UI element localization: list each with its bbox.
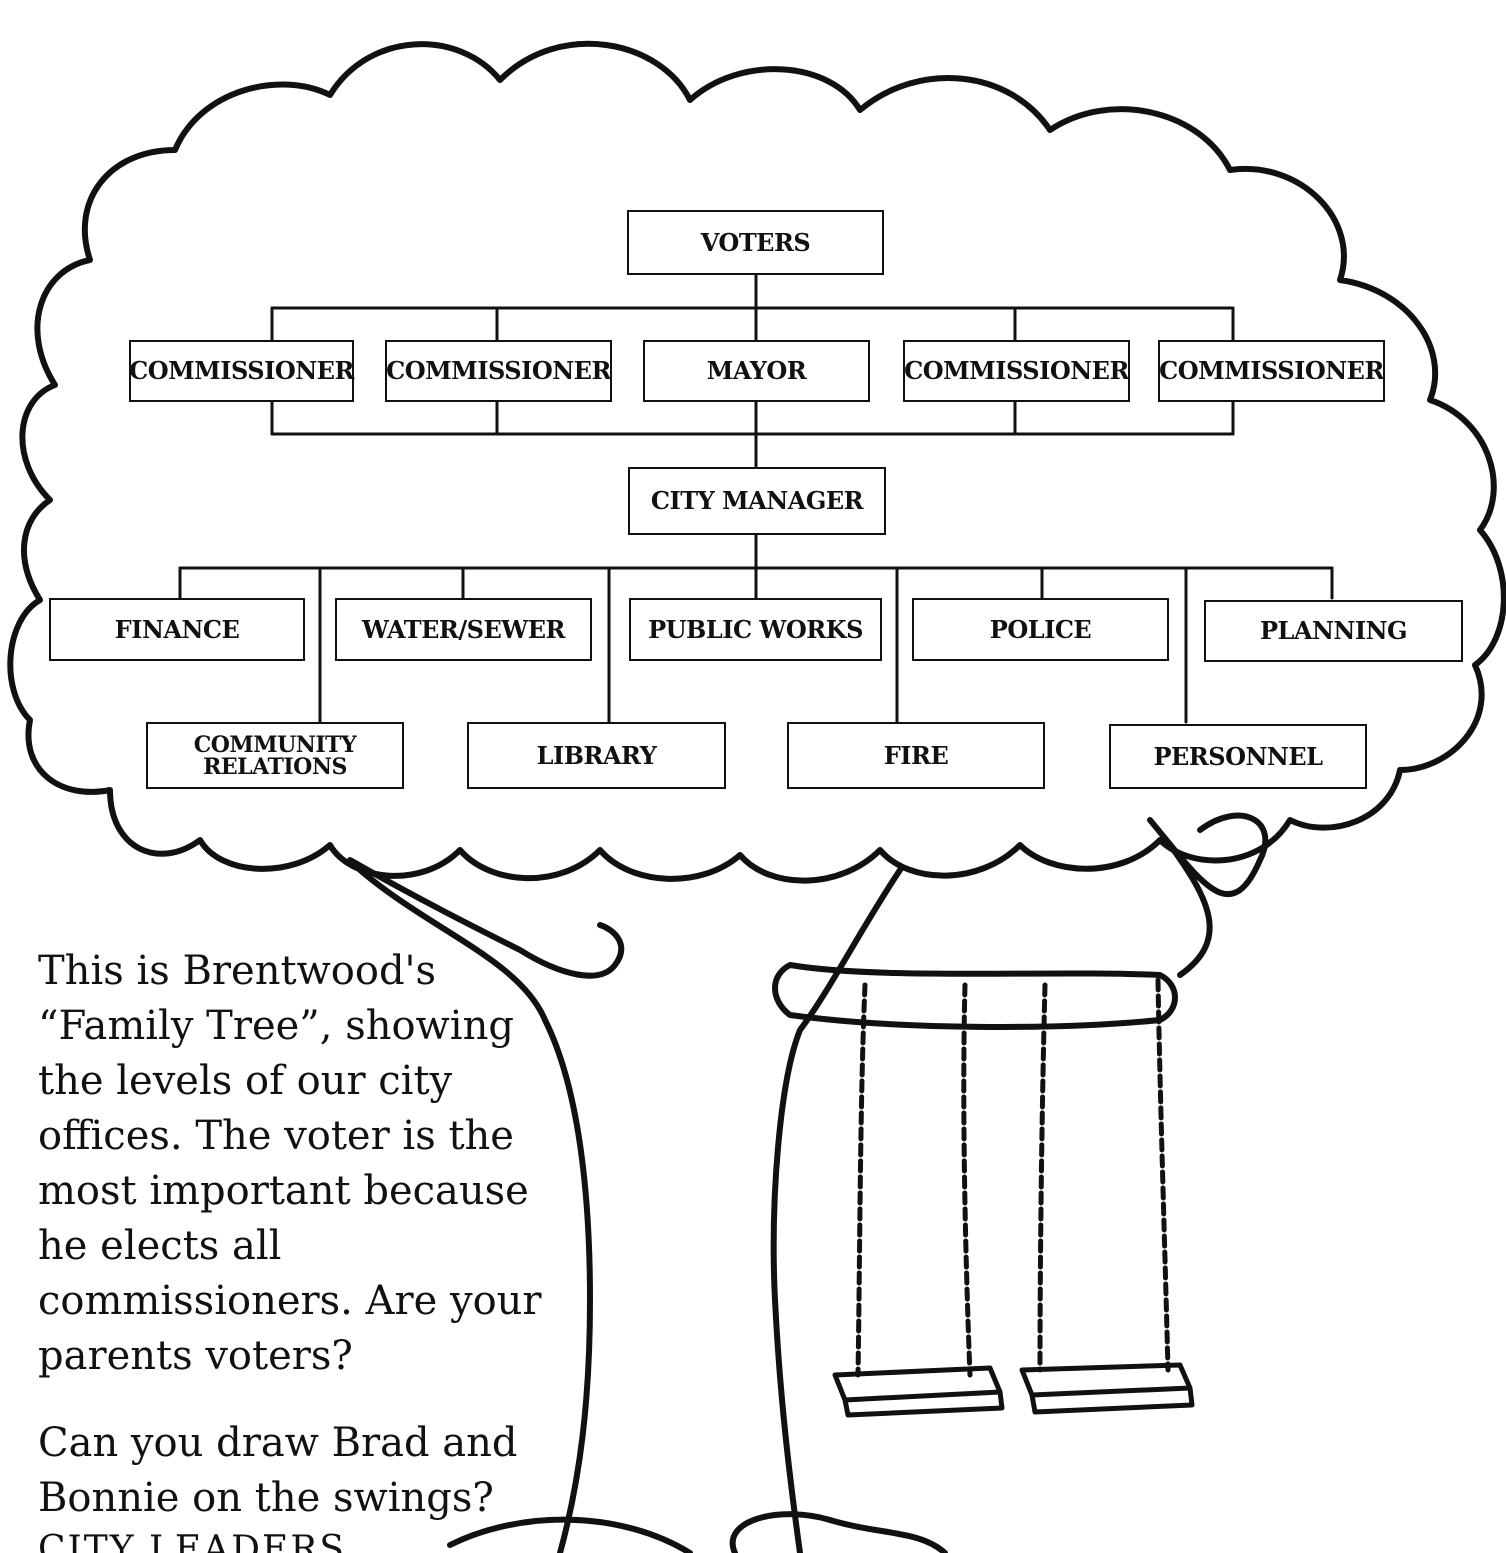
swing-chain-4 (1155, 977, 1171, 1373)
tree-canopy (7, 40, 1506, 884)
org-connectors (178, 272, 1334, 724)
trunk-right (770, 867, 903, 1553)
swing-chain-2 (961, 982, 973, 1378)
swing-seat-1 (832, 1365, 1005, 1418)
org-box-commissioner-4: COMMISSIONER (1158, 340, 1385, 402)
org-box-public-works: PUBLIC WORKS (629, 598, 882, 661)
org-box-police: POLICE (912, 598, 1169, 661)
root-left (447, 1516, 693, 1553)
org-box-commissioner-3: COMMISSIONER (903, 340, 1130, 402)
org-box-commissioner-1: COMMISSIONER (129, 340, 354, 402)
org-box-fire: FIRE (787, 722, 1045, 789)
caption-paragraph-1: This is Brentwood's “Family Tree”, showi… (38, 948, 542, 1379)
org-box-planning: PLANNING (1204, 600, 1463, 662)
org-box-commissioner-2: COMMISSIONER (385, 340, 612, 402)
org-box-city-manager: CITY MANAGER (628, 467, 886, 535)
trunk-left (357, 867, 593, 1553)
swing-chain-1 (855, 982, 868, 1378)
org-box-mayor: MAYOR (643, 340, 870, 402)
org-box-community-relations: COMMUNITY RELATIONS (146, 722, 404, 789)
org-box-personnel: PERSONNEL (1109, 724, 1367, 789)
org-box-finance: FINANCE (49, 598, 305, 661)
caption-cut-off-line: CITY LEADERS (38, 1529, 347, 1553)
swing-seat-2 (1019, 1362, 1195, 1415)
caption-paragraph-2: Can you draw Brad and Bonnie on the swin… (38, 1420, 518, 1521)
swing-chain-3 (1037, 982, 1048, 1373)
branch-left (347, 857, 625, 979)
org-box-water-sewer: WATER/SEWER (335, 598, 592, 661)
org-box-voters: VOTERS (627, 210, 884, 275)
branch-arm (1147, 812, 1269, 978)
root-right (729, 1511, 948, 1553)
org-box-library: LIBRARY (467, 722, 726, 789)
